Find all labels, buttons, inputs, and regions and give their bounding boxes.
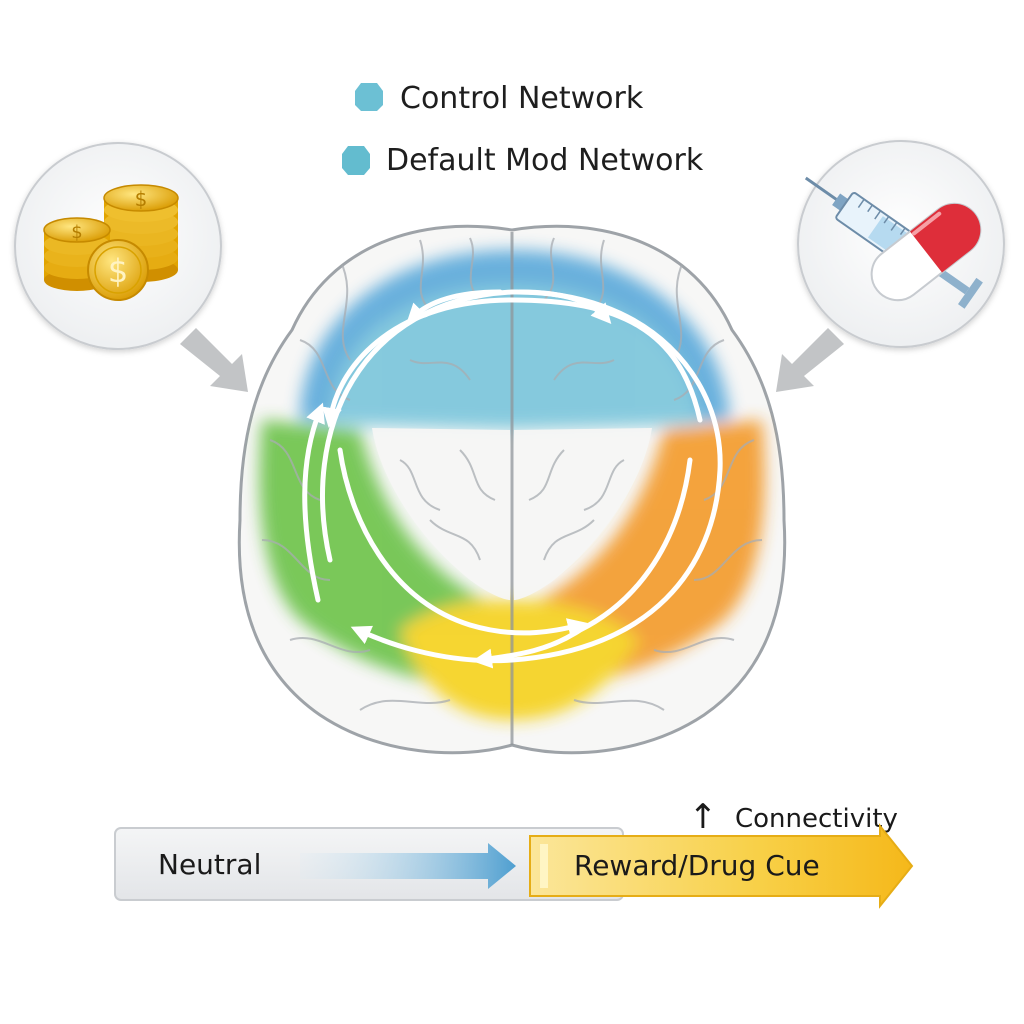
syringe-pill-icon [797,140,1005,348]
left-rise-arrow [302,402,325,603]
reward-cue-label: Reward/Drug Cue [574,849,820,882]
connectivity-loop-arrows [302,289,723,669]
outer-loop-arrow [320,289,723,664]
reward-cue-arrow [529,823,914,909]
neutral-label: Neutral [158,848,261,881]
connectivity-indicator: ↑ Connectivity [689,797,898,837]
legend-item-control-network: Control Network [355,81,644,116]
default-mode-network-swatch-icon [342,146,370,175]
legend-label-control-network: Control Network [400,81,644,116]
legend: Control Network Default Mod Network [342,81,704,178]
control-network-swatch-icon [355,83,383,111]
legend-label-default-mode-network: Default Mod Network [386,143,704,178]
coin-stack-icon: $ $ $ [14,142,222,350]
legend-item-default-mode-network: Default Mod Network [342,143,704,178]
brain [237,224,787,755]
cue-bar: Neutral Reward/Drug Cue [114,823,914,909]
lower-left-arrow [337,447,588,638]
right-input-arrow [776,328,844,392]
svg-text:$: $ [135,187,148,211]
top-right-arrow [517,289,612,324]
left-input-arrow [180,328,248,392]
svg-text:$: $ [108,252,128,290]
top-left-arrow [406,289,503,324]
inner-loop-arrow [322,297,703,428]
connectivity-label: Connectivity [735,804,898,834]
up-arrow-icon: ↑ [689,797,718,837]
lower-right-arrow [472,457,693,669]
neutral-arrow [300,843,516,889]
svg-text:$: $ [71,222,82,243]
